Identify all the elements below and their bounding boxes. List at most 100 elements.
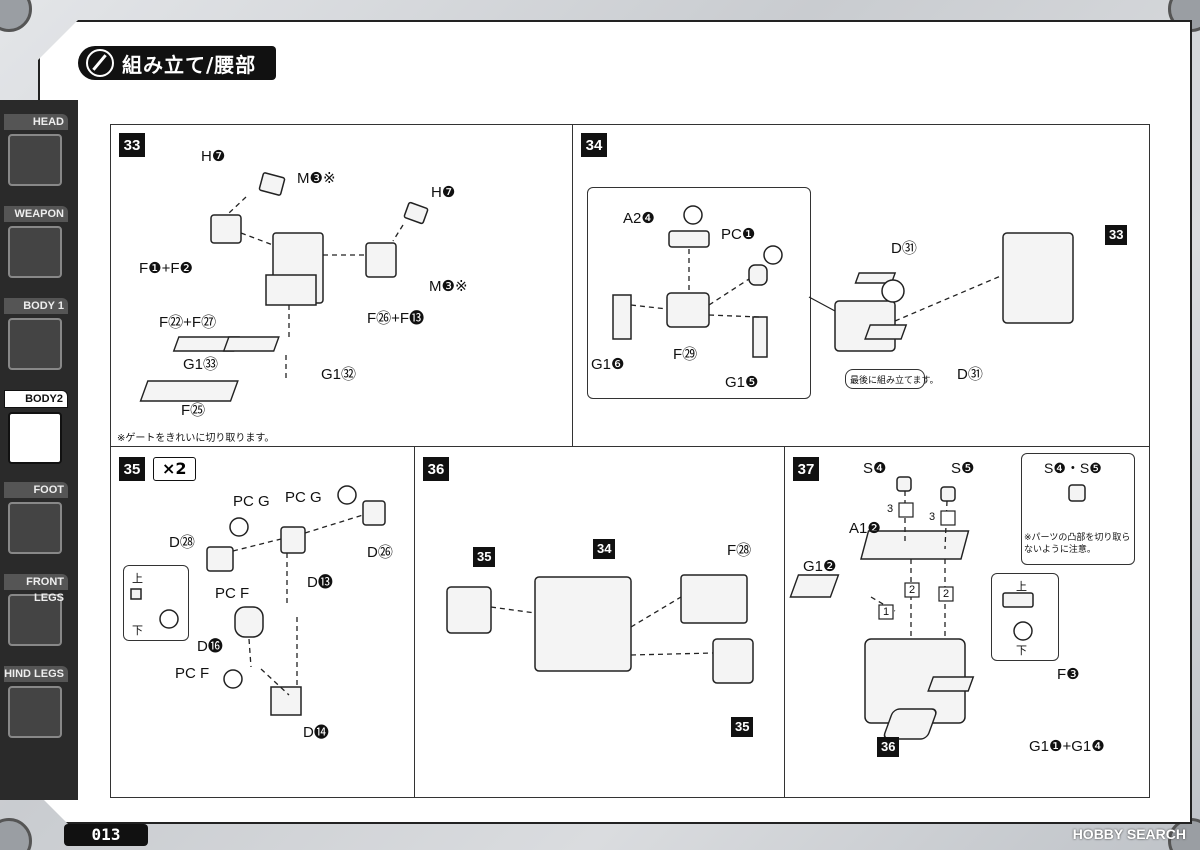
step-reference: 35	[731, 717, 754, 737]
sequence-box	[878, 604, 894, 620]
part-label: D㉘	[169, 534, 195, 551]
step-34-diagram	[612, 205, 1074, 358]
part-label: F㉘	[727, 542, 752, 559]
part-shape	[1068, 484, 1086, 502]
part-shape	[896, 476, 912, 492]
part-shape	[666, 292, 710, 328]
final-assembly-note-bubble: 最後に組み立てます。	[845, 369, 939, 389]
part-label: G1㉝	[183, 356, 219, 373]
sidebar-tab-weapon[interactable]: WEAPON	[4, 206, 68, 278]
sidebar-tab-foot[interactable]: FOOT	[4, 482, 68, 554]
part-label: D⓭	[307, 574, 333, 591]
part-shape	[1002, 232, 1074, 324]
part-label: PC G	[285, 489, 322, 506]
weapon-thumbnail-icon	[8, 226, 62, 278]
corner-bolt-icon	[0, 818, 32, 850]
tab-label: WEAPON	[4, 206, 68, 222]
part-shape	[883, 708, 937, 740]
corner-bolt-icon	[0, 0, 32, 32]
part-label: H❼	[431, 184, 456, 201]
step-36-diagram	[446, 574, 754, 684]
sequence-number: 1	[883, 606, 890, 618]
part-shape	[668, 230, 710, 248]
part-shape	[752, 316, 768, 358]
part-label: D㉛	[957, 366, 983, 383]
sidebar-tab-front-legs[interactable]: FRONT LEGS	[4, 574, 68, 646]
part-shape	[446, 586, 492, 634]
body2-thumbnail-icon	[8, 412, 62, 464]
orientation-callout: 上 下	[123, 565, 189, 641]
step-34-panel: 34	[572, 124, 1150, 448]
part-label: S❺	[951, 460, 975, 477]
foot-thumbnail-icon	[8, 502, 62, 554]
sidebar-tab-body2[interactable]: BODY2	[4, 390, 68, 464]
step-number: 34	[581, 133, 607, 157]
part-shape	[712, 638, 754, 684]
step-reference: 33	[1105, 225, 1128, 245]
part-shape	[864, 324, 908, 340]
part-label: PC G	[233, 493, 270, 510]
sequence-number: 3	[887, 503, 894, 515]
sequence-box	[940, 510, 956, 526]
part-label: S❹	[863, 460, 887, 477]
watermark-text: HOBBY SEARCH	[1072, 826, 1186, 842]
wrench-icon	[86, 49, 114, 77]
sidebar-tab-body1[interactable]: BODY 1	[4, 298, 68, 370]
part-shape	[234, 606, 264, 638]
part-shape	[748, 264, 768, 286]
page-number: 013	[64, 824, 148, 846]
sidebar-tab-head[interactable]: HEAD	[4, 114, 68, 186]
step-36-panel: 36 35 34 F㉘ 35	[414, 446, 786, 798]
head-thumbnail-icon	[8, 134, 62, 186]
step-37-panel: 37 S❹・S❺ ※パーツの凸部を切り取らないように注意。 上 下	[784, 446, 1150, 798]
part-label: A1❷	[849, 520, 881, 537]
section-sidebar: HEAD WEAPON BODY 1 BODY2 FOOT FRONT LEGS…	[0, 100, 78, 800]
part-label: G1❶+G1❹	[1029, 738, 1105, 755]
part-shape	[940, 486, 956, 502]
section-title-text: 組み立て/腰部	[122, 52, 257, 77]
step-37-diagram	[789, 476, 1086, 740]
step-reference: 35	[473, 547, 496, 567]
part-shape	[365, 242, 397, 278]
orientation-down-label: 下	[1016, 645, 1027, 657]
quantity-multiplier: ×2	[153, 457, 196, 481]
part-shape	[789, 574, 840, 598]
step-number: 33	[119, 133, 145, 157]
part-shape	[362, 500, 386, 526]
part-shape	[258, 172, 286, 196]
part-label: D⓰	[197, 638, 223, 655]
part-label: D㉖	[367, 544, 393, 561]
part-label: F㉙	[673, 346, 698, 363]
cut-warning-callout: S❹・S❺ ※パーツの凸部を切り取らないように注意。	[1021, 453, 1135, 565]
part-shape	[612, 294, 632, 340]
step-35-panel: 35 ×2 上 下	[110, 446, 416, 798]
part-shape	[210, 214, 242, 244]
part-shape	[265, 274, 317, 306]
part-shape	[534, 576, 632, 672]
orientation-up-label: 上	[132, 573, 143, 585]
tab-label: BODY 1	[4, 298, 68, 314]
sidebar-tab-hind-legs[interactable]: HIND LEGS	[4, 666, 68, 738]
part-shape	[280, 526, 306, 554]
sequence-box	[938, 586, 954, 602]
sequence-box	[898, 502, 914, 518]
body1-thumbnail-icon	[8, 318, 62, 370]
tab-label: FOOT	[4, 482, 68, 498]
part-label: PC F	[215, 585, 250, 602]
part-label: M❸※	[297, 170, 336, 187]
tab-label: BODY2	[4, 390, 68, 408]
part-label: F㉕	[181, 402, 206, 419]
part-label: A2❹	[623, 210, 655, 227]
section-title: 組み立て/腰部	[78, 46, 276, 80]
part-label: D⓮	[303, 724, 329, 741]
orientation-down-label: 下	[132, 625, 143, 637]
part-label: F❸	[1057, 666, 1080, 683]
step-number: 36	[423, 457, 449, 481]
part-label: D㉛	[891, 240, 917, 257]
step-number: 35	[119, 457, 145, 481]
part-shape	[270, 686, 302, 716]
part-label: F㉒+F㉗	[159, 314, 217, 331]
part-shape	[927, 676, 975, 692]
part-label: G1❷	[803, 558, 837, 575]
